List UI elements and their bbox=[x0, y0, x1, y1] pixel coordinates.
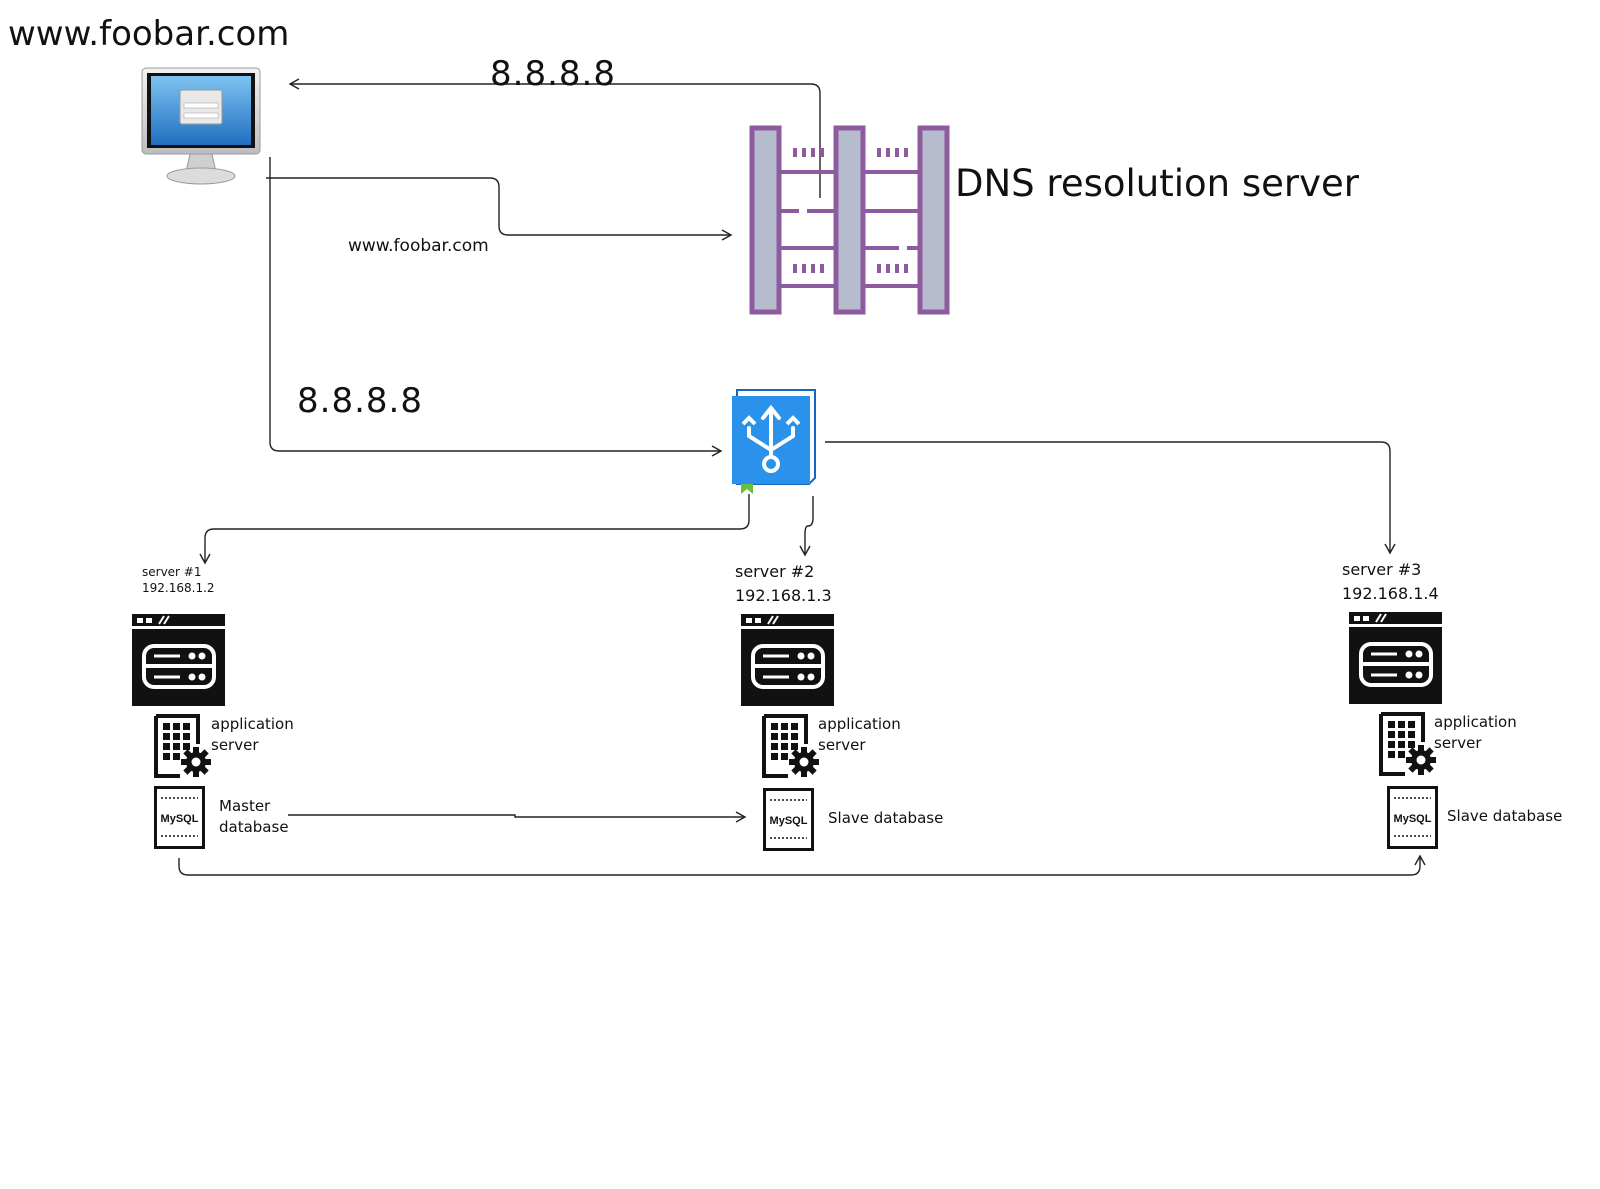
server-1-db-label: Master database bbox=[219, 797, 289, 836]
lb-to-server3-arrow bbox=[825, 441, 1396, 555]
lb-to-server1-arrow bbox=[199, 494, 750, 565]
site-title: www.foobar.com bbox=[8, 14, 290, 54]
dns-response-arrow bbox=[288, 78, 821, 198]
server-1-app-label: application server bbox=[211, 715, 294, 754]
web-server-icon bbox=[741, 614, 834, 706]
mysql-database-icon: MySQL bbox=[154, 786, 205, 849]
server-1-ip: 192.168.1.2 bbox=[142, 581, 215, 595]
svg-text:MySQL: MySQL bbox=[1394, 813, 1432, 825]
client-to-lb-arrow bbox=[269, 157, 723, 457]
dns-server-label: DNS resolution server bbox=[955, 162, 1359, 205]
application-server-icon bbox=[154, 714, 211, 778]
server-2-app-label: application server bbox=[818, 715, 901, 754]
replication-arrow-2 bbox=[178, 854, 1426, 876]
dns-response-ip: 8.8.8.8 bbox=[490, 54, 616, 94]
load-balancer-icon bbox=[732, 389, 816, 494]
mysql-database-icon: MySQL bbox=[1387, 786, 1438, 849]
mysql-database-icon: MySQL bbox=[763, 788, 814, 851]
server-2-name: server #2 bbox=[735, 562, 815, 581]
svg-text:MySQL: MySQL bbox=[161, 813, 199, 825]
lb-to-server2-arrow bbox=[799, 496, 814, 557]
dns-server-icon bbox=[749, 125, 950, 315]
dns-request-arrow bbox=[266, 177, 733, 241]
computer-monitor-icon bbox=[141, 67, 261, 185]
server-3-ip: 192.168.1.4 bbox=[1342, 584, 1439, 603]
server-3-name: server #3 bbox=[1342, 560, 1422, 579]
replication-arrow-1 bbox=[288, 811, 747, 823]
server-2-db-label: Slave database bbox=[828, 809, 944, 827]
web-server-icon bbox=[132, 614, 225, 706]
svg-text:MySQL: MySQL bbox=[770, 815, 808, 827]
server-3-app-label: application server bbox=[1434, 713, 1517, 752]
application-server-icon bbox=[762, 714, 819, 778]
web-server-icon bbox=[1349, 612, 1442, 704]
dns-request-label: www.foobar.com bbox=[348, 236, 489, 256]
server-1-name: server #1 bbox=[142, 565, 202, 579]
server-2-ip: 192.168.1.3 bbox=[735, 586, 832, 605]
load-balancer-ip: 8.8.8.8 bbox=[297, 381, 423, 421]
application-server-icon bbox=[1379, 712, 1436, 776]
server-3-db-label: Slave database bbox=[1447, 807, 1563, 825]
